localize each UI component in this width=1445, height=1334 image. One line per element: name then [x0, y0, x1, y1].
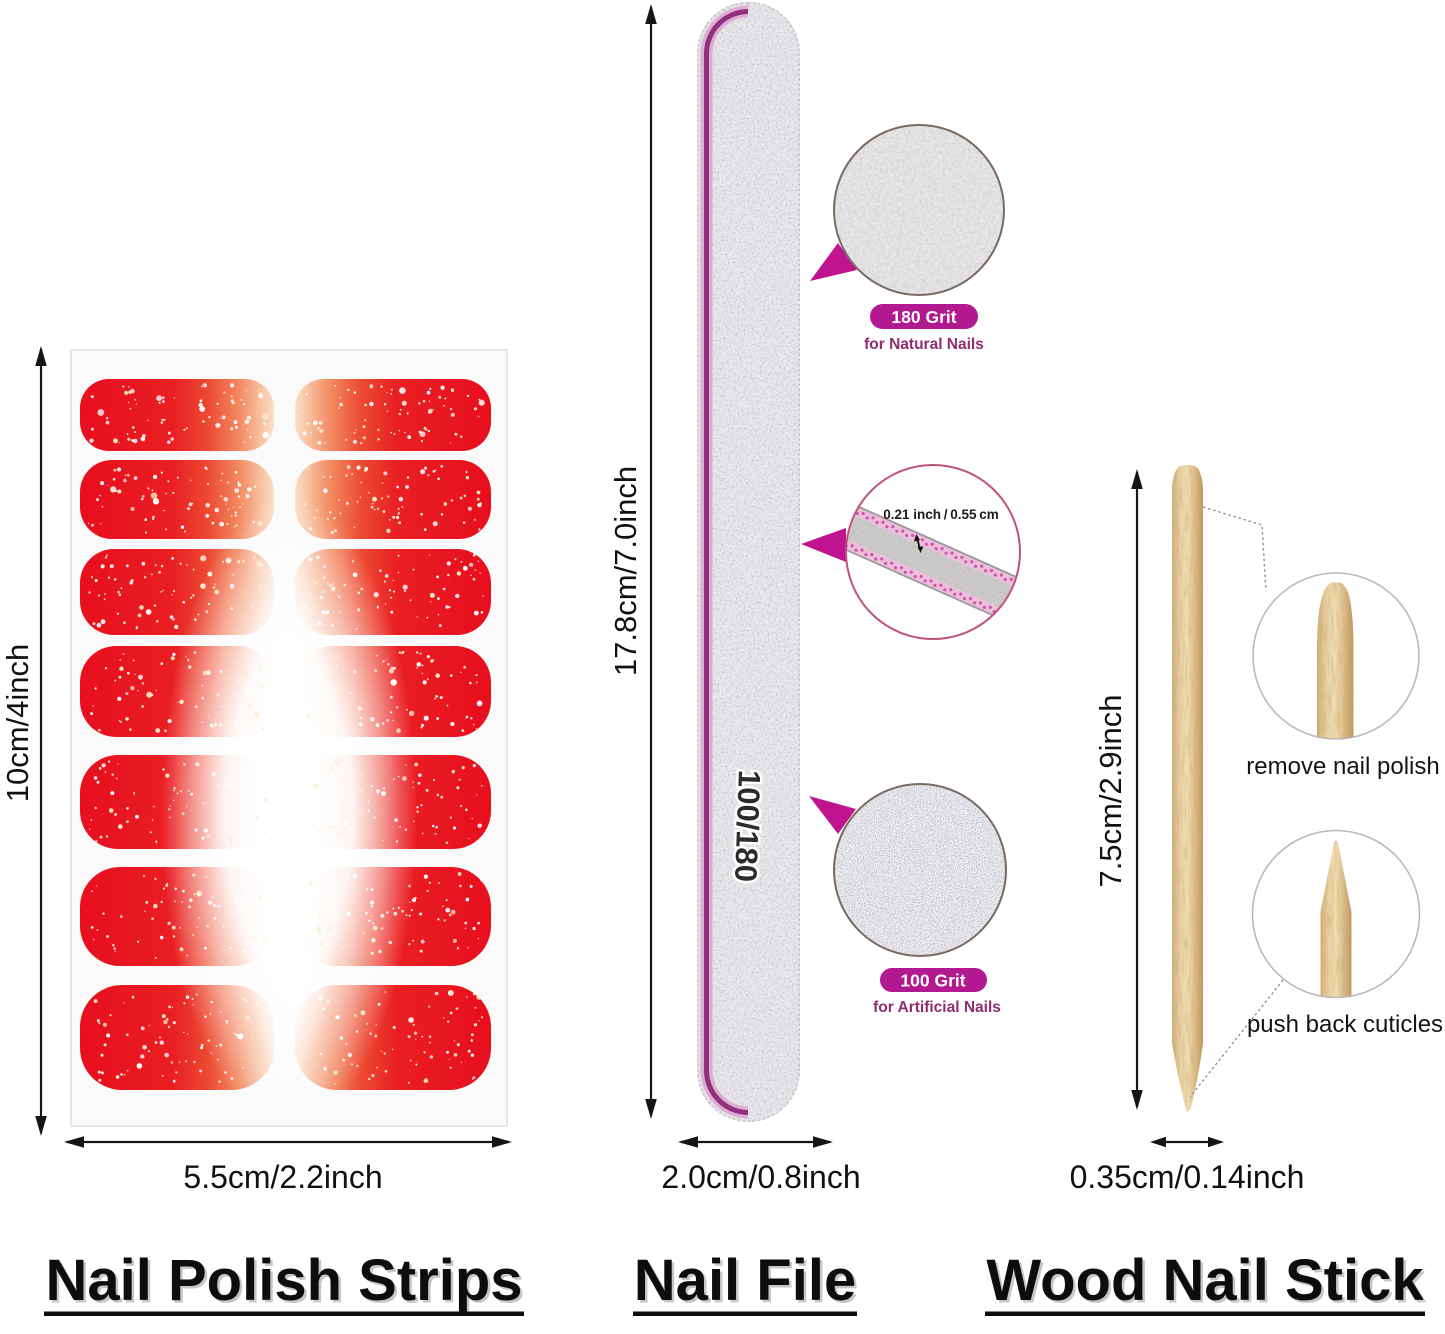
svg-text:Nail Polish Strips: Nail Polish Strips: [48, 1251, 525, 1316]
svg-text:5.5cm/2.2inch: 5.5cm/2.2inch: [183, 1159, 382, 1195]
svg-text:Nail Polish Strips: Nail Polish Strips: [46, 1248, 523, 1313]
svg-text:Wood Nail Stick: Wood Nail Stick: [986, 1248, 1424, 1313]
svg-text:0.35cm/0.14inch: 0.35cm/0.14inch: [1070, 1159, 1305, 1195]
svg-text:Nail File: Nail File: [634, 1248, 856, 1313]
svg-text:Nail File: Nail File: [636, 1251, 858, 1316]
svg-text:100 Grit: 100 Grit: [900, 971, 965, 991]
svg-text:180 Grit: 180 Grit: [891, 307, 956, 327]
svg-text:2.0cm/0.8inch: 2.0cm/0.8inch: [661, 1159, 860, 1195]
svg-text:7.5cm/2.9inch: 7.5cm/2.9inch: [1093, 695, 1128, 888]
svg-text:remove nail polish: remove nail polish: [1246, 753, 1439, 780]
svg-text:10cm/4inch: 10cm/4inch: [0, 644, 35, 803]
svg-text:0.21 inch / 0.55 cm: 0.21 inch / 0.55 cm: [883, 507, 998, 522]
svg-text:for Artificial Nails: for Artificial Nails: [873, 999, 1001, 1016]
svg-text:for Natural Nails: for Natural Nails: [864, 336, 984, 353]
svg-text:push back cuticles: push back cuticles: [1247, 1011, 1443, 1038]
svg-text:Wood Nail Stick: Wood Nail Stick: [989, 1251, 1427, 1316]
svg-text:17.8cm/7.0inch: 17.8cm/7.0inch: [608, 466, 643, 676]
svg-text:100/180: 100/180: [728, 769, 767, 882]
